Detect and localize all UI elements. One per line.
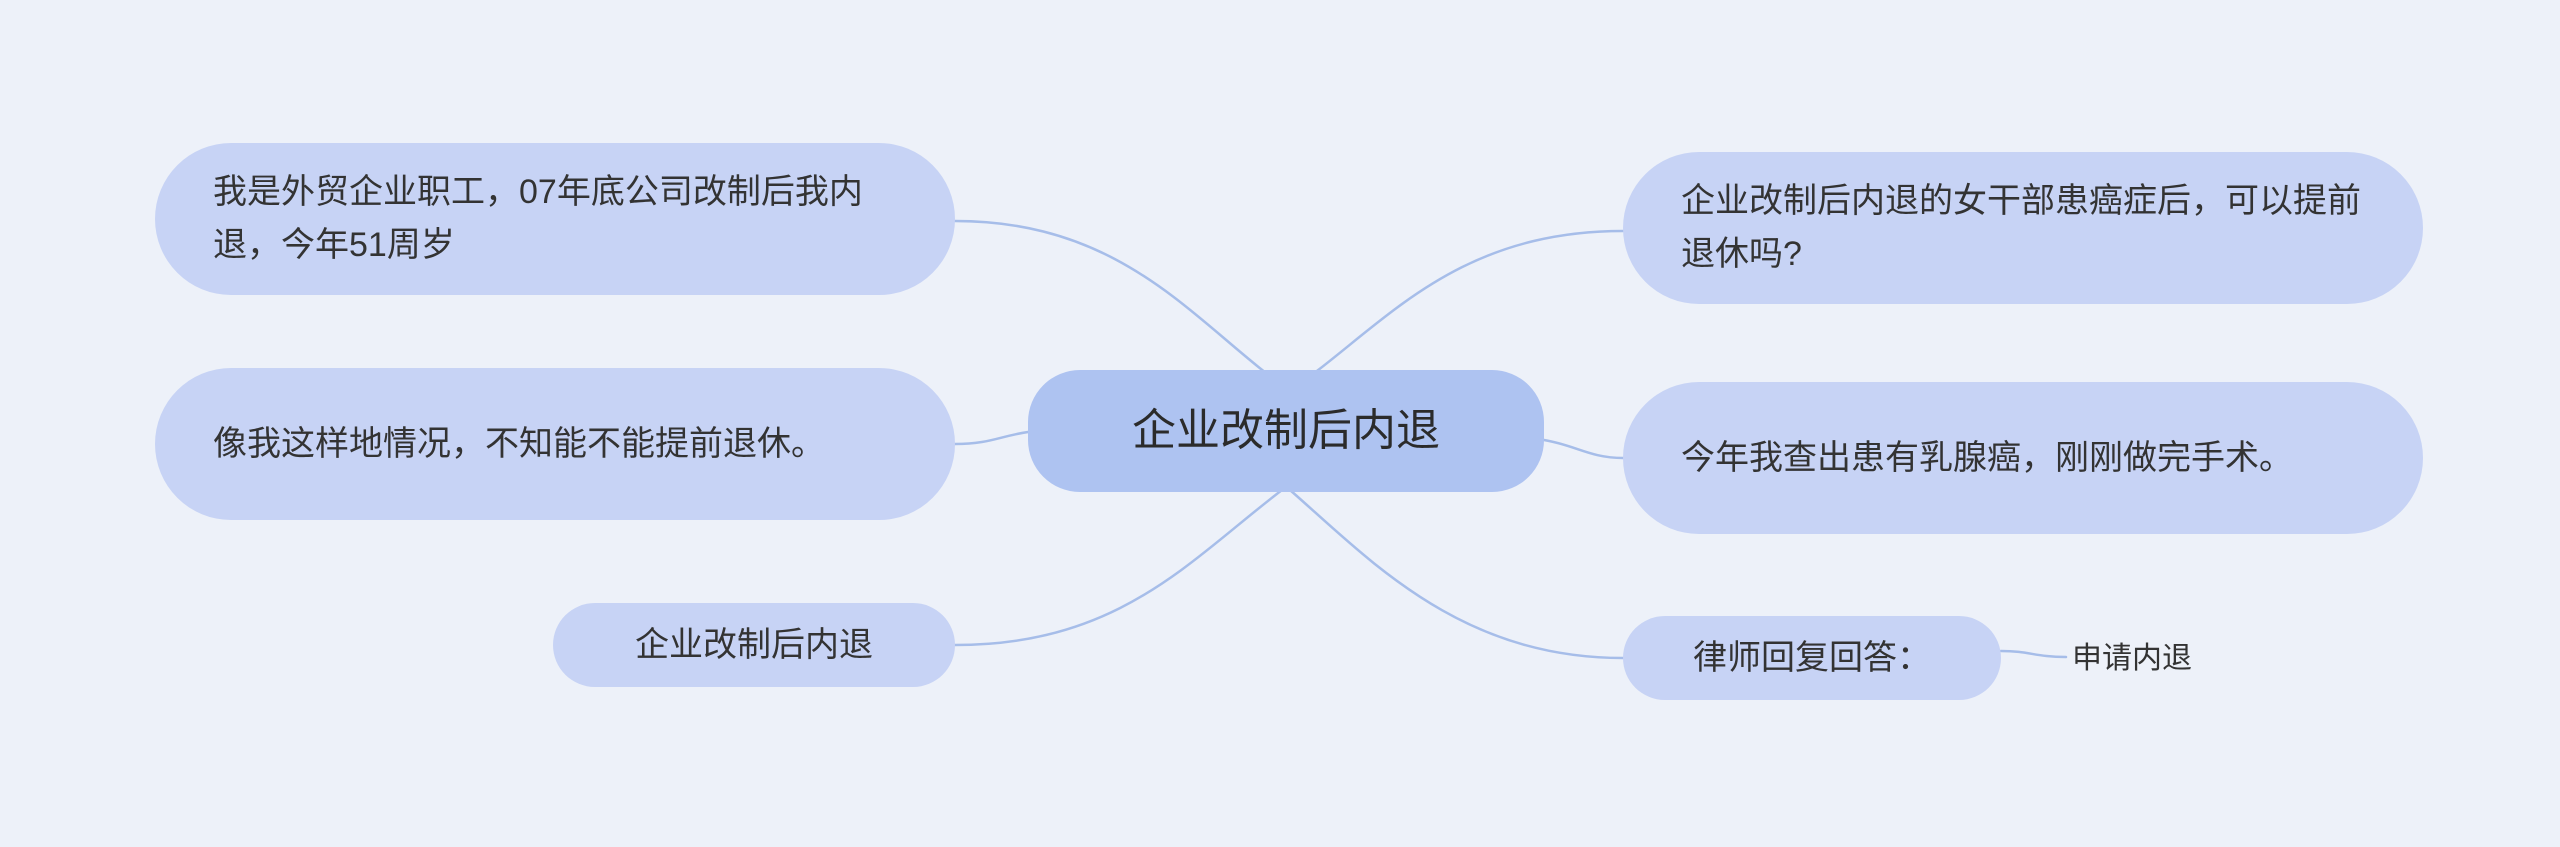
connector-center-to-bottom-left (953, 488, 1284, 647)
connector-center-to-top-left (953, 219, 1294, 394)
center-node-label: 企业改制后内退 (1132, 405, 1440, 455)
node-topic-left-label: 企业改制后内退 (635, 625, 873, 664)
node-question-intro-label: 我是外贸企业职工，07年底公司改制后我内退，今年51周岁 (213, 173, 863, 264)
node-topic-left[interactable]: 企业改制后内退 (553, 603, 955, 687)
connector-center-to-bottom-right (1288, 488, 1625, 660)
node-question-surgery-label: 今年我查出患有乳腺癌，刚刚做完手术。 (1681, 438, 2293, 477)
node-lawyer-reply-label: 律师回复回答： (1693, 638, 1931, 677)
node-question-cancer-retire[interactable]: 企业改制后内退的女干部患癌症后，可以提前退休吗? (1623, 152, 2423, 304)
connector-center-to-mid-right (1542, 438, 1625, 460)
node-question-surgery[interactable]: 今年我查出患有乳腺癌，刚刚做完手术。 (1623, 382, 2423, 534)
connector-center-to-mid-left (953, 430, 1030, 446)
node-question-early-retire[interactable]: 像我这样地情况，不知能不能提前退休。 (155, 368, 955, 520)
node-question-intro[interactable]: 我是外贸企业职工，07年底公司改制后我内退，今年51周岁 (155, 143, 955, 295)
node-lawyer-reply[interactable]: 律师回复回答： (1623, 616, 2001, 700)
node-leaf-apply[interactable]: 申请内退 (2072, 642, 2192, 675)
connector-answer-to-leaf (1999, 649, 2068, 659)
node-question-early-retire-label: 像我这样地情况，不知能不能提前退休。 (213, 424, 825, 463)
node-question-cancer-retire-label: 企业改制后内退的女干部患癌症后，可以提前退休吗? (1681, 182, 2361, 273)
center-node[interactable]: 企业改制后内退 (1028, 370, 1544, 492)
connector-center-to-top-right (1286, 229, 1625, 394)
